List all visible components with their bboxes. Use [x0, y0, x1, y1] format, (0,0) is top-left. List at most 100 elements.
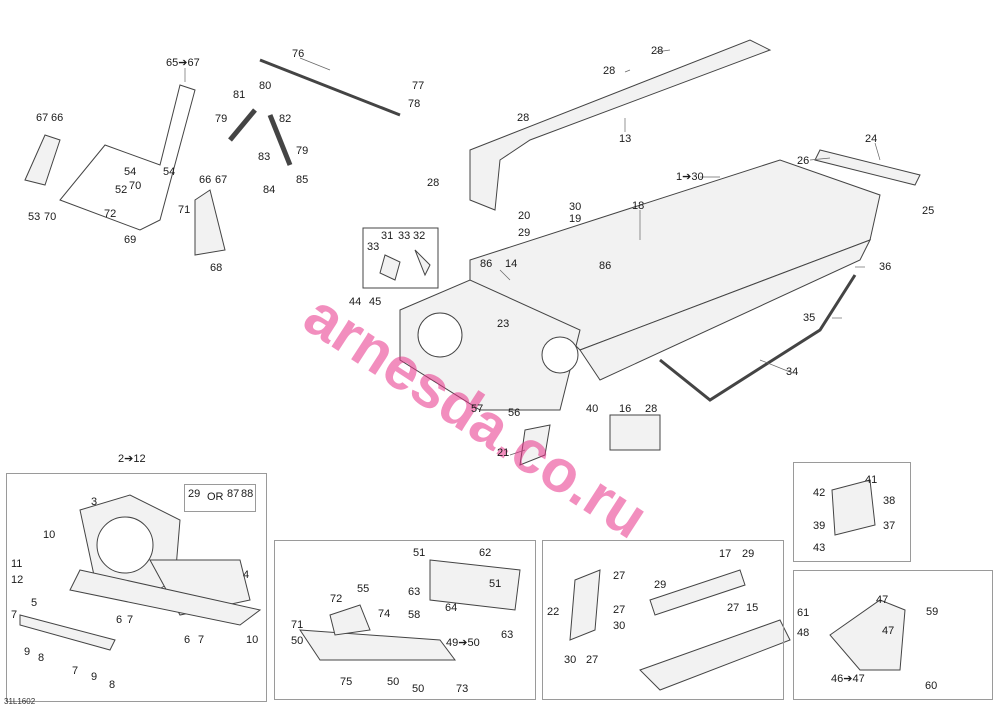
- callout: 72: [104, 208, 117, 220]
- rail-34: [659, 274, 857, 402]
- callout: 7: [11, 609, 18, 621]
- callout: 7: [198, 634, 205, 646]
- callout: 2➔12: [118, 453, 146, 465]
- callout: 7: [127, 614, 134, 626]
- callout: 32: [413, 230, 426, 242]
- callout: 1➔30: [676, 171, 704, 183]
- callout: 20: [518, 210, 531, 222]
- tunnel-cover: [469, 39, 772, 211]
- callout: 29: [742, 548, 755, 560]
- part-32: [414, 249, 431, 277]
- part-24-bar: [814, 149, 921, 186]
- callout: 54: [124, 166, 137, 178]
- callout: 37: [883, 520, 896, 532]
- callout: 59: [926, 606, 939, 618]
- callout: 10: [43, 529, 56, 541]
- callout: 28: [651, 45, 664, 57]
- callout: 85: [296, 174, 309, 186]
- callout: 24: [865, 133, 878, 145]
- callout: 16: [619, 403, 632, 415]
- plate-75: [299, 629, 456, 661]
- callout: 47: [876, 594, 889, 606]
- callout: 39: [813, 520, 826, 532]
- callout: 5: [31, 597, 38, 609]
- part-5-plate: [19, 614, 116, 651]
- callout: 77: [412, 80, 425, 92]
- inset-box-2-12: [6, 473, 267, 702]
- callout: 12: [11, 574, 24, 586]
- bracket-46-47: [829, 599, 906, 671]
- callout: 45: [369, 296, 382, 308]
- callout: 41: [865, 474, 878, 486]
- callout: 29: [188, 488, 201, 500]
- bracket-37-39: [831, 479, 876, 536]
- inset-box-37-43: [793, 462, 911, 562]
- callout: 28: [517, 112, 530, 124]
- callout: 51: [413, 547, 426, 559]
- callout: 76: [292, 48, 305, 60]
- callout: 63: [408, 586, 421, 598]
- chassis-front-frame: [399, 279, 581, 411]
- callout: 31: [381, 230, 394, 242]
- callout: 33: [367, 241, 380, 253]
- callout: 29: [654, 579, 667, 591]
- part-66-bracket: [194, 189, 226, 256]
- callout: 3: [91, 496, 98, 508]
- callout: 10: [246, 634, 259, 646]
- callout: 79: [215, 113, 228, 125]
- callout: 25: [922, 205, 935, 217]
- callout: 35: [803, 312, 816, 324]
- callout: 38: [883, 495, 896, 507]
- callout: 44: [349, 296, 362, 308]
- callout: 69: [124, 234, 137, 246]
- callout: 50: [387, 676, 400, 688]
- callout: 22: [547, 606, 560, 618]
- callout: 62: [479, 547, 492, 559]
- callout: 58: [408, 609, 421, 621]
- callout: 33: [398, 230, 411, 242]
- callout: 80: [259, 80, 272, 92]
- bracket-21: [519, 424, 551, 466]
- callout: 23: [497, 318, 510, 330]
- callout: 43: [813, 542, 826, 554]
- callout: 78: [408, 98, 421, 110]
- callout: 9: [24, 646, 31, 658]
- callout: 64: [445, 602, 458, 614]
- part-22: [569, 569, 601, 641]
- callout: 46➔47: [831, 673, 865, 685]
- part-79-arm-right: [267, 114, 293, 166]
- callout: 57: [471, 403, 484, 415]
- callout: 54: [163, 166, 176, 178]
- leader-lines: [184, 49, 881, 456]
- part-79-arm-left: [228, 108, 257, 142]
- callout: 8: [109, 679, 116, 691]
- callout: 73: [456, 683, 469, 695]
- callout: 67: [215, 174, 228, 186]
- callout: 42: [813, 487, 826, 499]
- callout: 27: [586, 654, 599, 666]
- callout: 88: [241, 488, 254, 500]
- callout: 87: [227, 488, 240, 500]
- steering-rod: [259, 58, 401, 117]
- callout: 4: [243, 569, 250, 581]
- callout: 50: [291, 635, 304, 647]
- inset-box-46-61: [793, 570, 993, 700]
- callout: 81: [233, 89, 246, 101]
- callout: OR: [207, 491, 224, 503]
- callout: 66: [51, 112, 64, 124]
- callout: 83: [258, 151, 271, 163]
- callout: 48: [797, 627, 810, 639]
- inset-box-15-30: [542, 540, 784, 700]
- callout: 86: [480, 258, 493, 270]
- callout: 9: [91, 671, 98, 683]
- callout: 34: [786, 366, 799, 378]
- callout: 70: [44, 211, 57, 223]
- callout: 63: [501, 629, 514, 641]
- chassis-ring-right: [541, 336, 579, 374]
- diagram-code: 31L1602: [4, 697, 36, 706]
- callout: 60: [925, 680, 938, 692]
- part-15-shield: [639, 619, 791, 691]
- callout: 14: [505, 258, 518, 270]
- callout: 49➔50: [446, 637, 480, 649]
- callout: 71: [291, 619, 304, 631]
